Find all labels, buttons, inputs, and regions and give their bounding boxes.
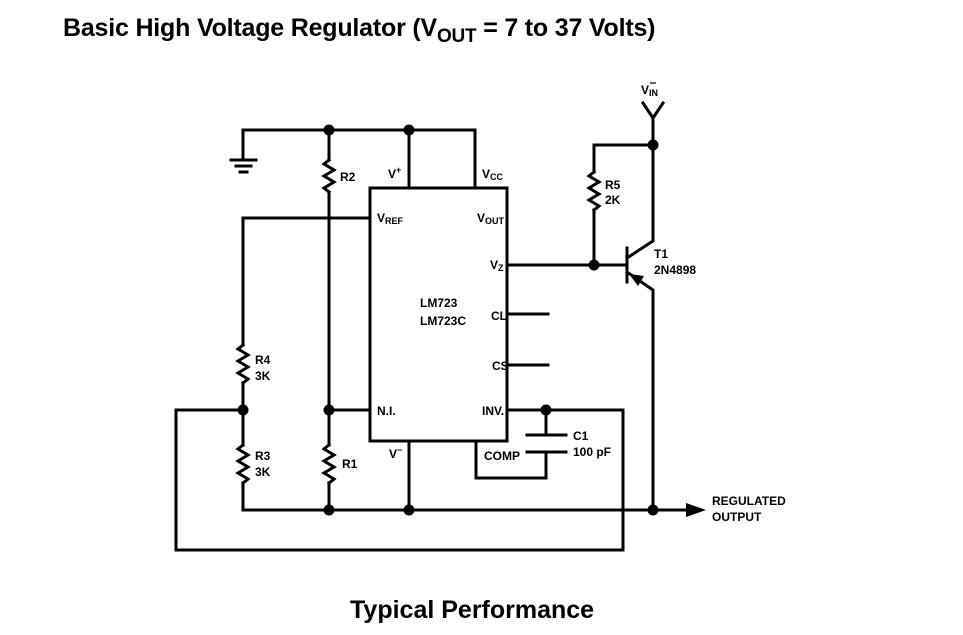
resistor-r3 — [235, 442, 251, 486]
wire-comp — [474, 439, 548, 480]
resistor-r1 — [321, 442, 337, 486]
part-t1: 2N4898 — [654, 263, 696, 277]
section-title: Typical Performance — [350, 596, 595, 624]
resistor-r5 — [586, 169, 602, 213]
page-title: Basic High Voltage Regulator (VOUT = 7 t… — [63, 14, 656, 47]
label-r2: R2 — [340, 170, 356, 184]
junction-dot — [647, 139, 659, 151]
resistor-r4 — [235, 342, 251, 386]
pin-label-vref: VREF — [377, 211, 404, 226]
ic-part-label-1: LM723 — [420, 296, 458, 310]
label-r4: R4 — [255, 353, 271, 367]
ground-icon — [229, 128, 258, 174]
pin-label-inv: INV. — [482, 404, 504, 418]
label-r1: R1 — [342, 457, 358, 471]
value-r5: 2K — [605, 193, 621, 207]
pin-label-v-minus: V− — [389, 445, 402, 461]
ic-part-label-2: LM723C — [420, 314, 466, 328]
pin-label-comp: COMP — [484, 449, 520, 463]
junction-dot — [323, 404, 335, 416]
pin-label-cs: CS — [492, 359, 509, 373]
junction-dot — [540, 404, 552, 416]
title-subscript: OUT — [436, 26, 477, 47]
label-c1: C1 — [573, 429, 589, 443]
output-arrow-icon — [686, 503, 706, 517]
pin-label-v-plus: V+ — [388, 165, 401, 181]
pin-label-vcc: VCC — [482, 167, 504, 182]
wire-feedback-loop — [174, 408, 625, 552]
output-label-line1: REGULATED — [712, 494, 786, 508]
resistor-r2 — [321, 157, 337, 195]
wire-vref — [241, 216, 372, 347]
junction-dot — [323, 504, 335, 516]
pin-label-ni: N.I. — [377, 404, 396, 418]
pin-label-vz: VZ — [490, 258, 504, 273]
junction-dot — [403, 504, 415, 516]
pin-label-cl: CL — [491, 309, 507, 323]
label-r3: R3 — [255, 449, 271, 463]
value-r3: 3K — [255, 465, 271, 479]
junction-dot — [323, 124, 335, 136]
transistor-t1-icon — [624, 143, 655, 512]
wire-top-bus — [241, 128, 477, 190]
title-suffix: = 7 to 37 Volts) — [476, 14, 656, 42]
label-t1: T1 — [654, 247, 668, 261]
pin-label-vout: VOUT — [477, 211, 505, 226]
value-c1: 100 pF — [573, 445, 611, 459]
label-vin: VIN — [641, 83, 658, 98]
title-prefix: Basic High Voltage Regulator (V — [63, 14, 437, 42]
label-r5: R5 — [605, 178, 621, 192]
vin-terminal-icon — [640, 100, 666, 147]
junction-dot — [588, 259, 600, 271]
value-r4: 3K — [255, 369, 271, 383]
wire-ground-return — [241, 481, 655, 512]
junction-dot — [647, 504, 659, 516]
junction-dot — [403, 124, 415, 136]
junction-dot — [237, 404, 249, 416]
output-label-line2: OUTPUT — [712, 510, 762, 524]
wire-r5-top — [592, 143, 655, 174]
